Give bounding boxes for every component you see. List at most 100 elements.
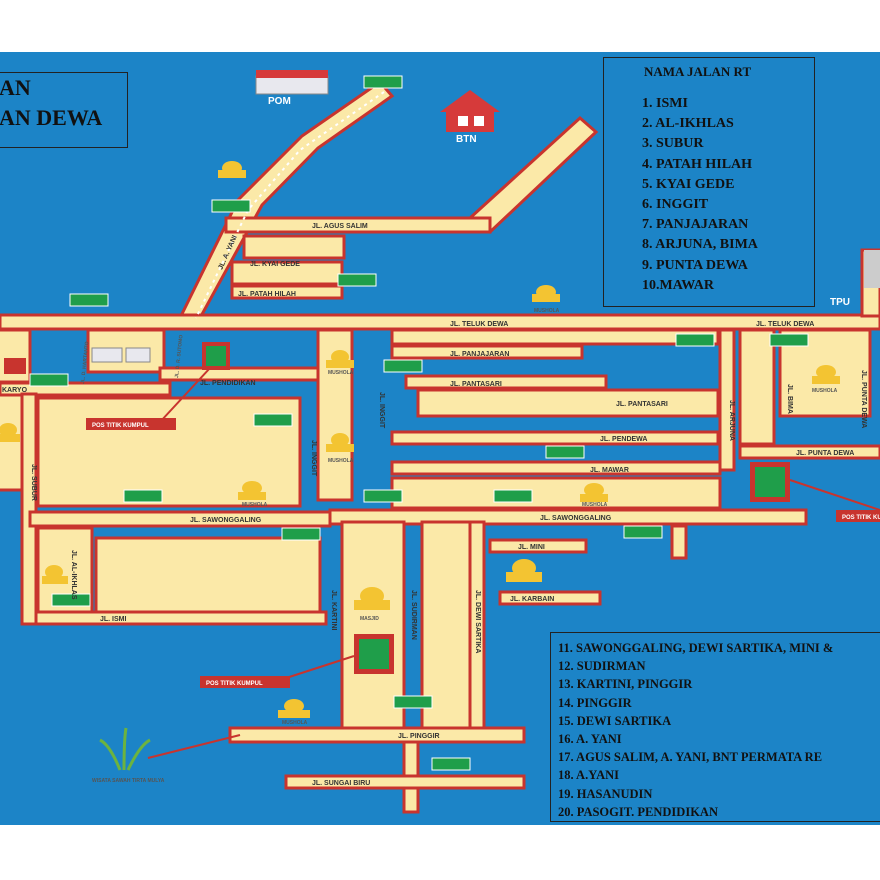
legend-item: 18. A.YANI: [558, 768, 620, 783]
musholla-icon: [326, 433, 354, 452]
building-icon: [4, 358, 26, 374]
assembly-point-icon: [202, 342, 230, 370]
road-pinggir: [228, 726, 526, 744]
road-subur: [20, 392, 38, 626]
musholla-label: MUSHOLA: [328, 370, 354, 376]
legend-item: 14. PINGGIR: [558, 695, 632, 710]
pos-titik-kumpul-label-box: [86, 418, 176, 430]
street-label: JL. PATAH HILAH: [238, 291, 296, 298]
legend-item: 16. A. YANI: [558, 732, 622, 747]
btn-house-icon: [440, 90, 500, 132]
map-title: AN AN DEWA: [0, 72, 128, 148]
road-karbain: [498, 590, 602, 606]
dotted-path: [195, 91, 385, 319]
legend-item: 10.MAWAR: [642, 277, 714, 293]
block-panjajaran: [390, 328, 720, 346]
map-svg: POM BTN TPU MUSHOLA MUSHOLA MUSHOLA MUSH…: [0, 70, 880, 814]
street-label: JL. PANTASARI: [616, 401, 668, 408]
road-sawonggaling-west: [28, 510, 332, 528]
wisata-icon: [99, 727, 151, 771]
street-label: JL. DEWI SARTIKA: [474, 590, 481, 653]
exit-sign-icon: [29, 373, 69, 387]
block-mawar: [390, 476, 722, 510]
road-ismi: [34, 610, 328, 626]
pos-titik-kumpul-label-box: [200, 676, 290, 688]
road-pendewa: [390, 430, 720, 446]
exit-sign-icon: [337, 273, 377, 287]
exit-sign-icon: [51, 593, 91, 607]
block-pantasari: [416, 388, 720, 418]
exit-sign-icon: [431, 757, 471, 771]
road-punta-dewa: [738, 444, 880, 460]
street-label: JL. PANTASARI: [450, 381, 502, 388]
street-label: JL. ISMI: [100, 616, 127, 623]
legend-item: 4. PATAH HILAH: [642, 156, 753, 172]
exit-sign-icon: [253, 413, 293, 427]
assembly-point-icon: [750, 462, 790, 502]
legend-item: 1. ISMI: [642, 96, 688, 111]
street-label: JL. BIMA: [786, 384, 793, 414]
musholla-label: MUSHOLA: [328, 458, 354, 464]
legend-item: 3. SUBUR: [642, 136, 704, 152]
block-west-1: [0, 328, 32, 384]
musholla-icon: [0, 423, 20, 442]
building-icon: [91, 347, 123, 363]
street-label: JL. SUNGAI BIRU: [312, 780, 370, 787]
exit-sign-icon: [675, 333, 715, 347]
legend-item: 17. AGUS SALIM, A. YANI, BNT PERMATA RE: [558, 750, 823, 765]
street-label: JL. PENDEWA: [600, 436, 647, 443]
road-arjuna: [718, 328, 736, 472]
title-line-1: AN: [0, 75, 31, 100]
musholla-label: MUSHOLA: [582, 502, 608, 508]
musholla-icon: [580, 483, 608, 502]
building-icon: [125, 347, 151, 363]
musholla-icon: [506, 559, 542, 582]
musholla-icon: [812, 365, 840, 384]
musholla-label: MUSHOLA: [812, 388, 838, 394]
road-patah-hilah: [230, 284, 344, 300]
tpu-label: TPU: [830, 297, 850, 308]
legend-item: 13. KARTINI, PINGGIR: [558, 677, 693, 692]
road-agus-salim: [224, 216, 492, 234]
street-label: JL. ARJUNA: [728, 400, 735, 441]
legend-item: 19. HASANUDIN: [558, 786, 653, 801]
musholla-icon: [238, 481, 266, 500]
road-sungai-biru: [284, 774, 526, 790]
street-label: JL. KARBAIN: [510, 596, 554, 603]
pos-titik-kumpul-label: POS TITIK KUMPUL: [92, 423, 149, 429]
street-label: JL. TELUK DEWA: [450, 321, 508, 328]
musholla-icon: [278, 699, 310, 718]
street-label: KARYO: [2, 387, 28, 394]
pom-label: POM: [268, 96, 291, 107]
street-label: JL. SUDIRMAN: [410, 590, 417, 640]
masjid-icon: [354, 587, 390, 610]
btn-label: BTN: [456, 134, 477, 145]
road-agus-salim-diagonal: [467, 115, 599, 234]
exit-sign-icon: [623, 525, 663, 539]
street-label: JL. KARTINI: [330, 590, 337, 631]
pos-titik-kumpul-label: POS TITIK KUMPUL: [206, 681, 263, 687]
street-label: JL. PUNTA DEWA: [860, 370, 867, 428]
legend-item: 12. SUDIRMAN: [558, 659, 646, 674]
street-label: JL. AL-IKHLAS: [70, 550, 77, 600]
exit-sign-icon: [281, 527, 321, 541]
legend-item: 11. SAWONGGALING, DEWI SARTIKA, MINI &: [558, 641, 834, 655]
legend-rt-street-names-continued: 11. SAWONGGALING, DEWI SARTIKA, MINI & 1…: [550, 632, 880, 822]
legend-item: 20. PASOGIT. PENDIDIKAN: [558, 804, 718, 819]
road-pantasari-1: [404, 374, 608, 390]
exit-sign-icon: [383, 359, 423, 373]
legend-item: 9. PUNTA DEWA: [642, 257, 748, 273]
street-label: JL. KYAI GEDE: [250, 261, 300, 268]
street-label: JL. INGGIT: [310, 440, 317, 477]
exit-sign-icon: [123, 489, 163, 503]
street-label: JL. PANJAJARAN: [450, 351, 509, 358]
musholla-icon: [532, 285, 560, 302]
exit-sign-icon: [493, 489, 533, 503]
exit-sign-icon: [363, 489, 403, 503]
exit-sign-icon: [363, 75, 403, 89]
wisata-label: WISATA SAWAH TIRTA MULYA: [92, 778, 165, 784]
street-label: JL. PUNTA DEWA: [796, 450, 854, 457]
street-label: JL. AGUS SALIM: [312, 223, 368, 230]
street-label: JL. MINI: [518, 544, 545, 551]
road-mini-stub: [670, 524, 688, 560]
